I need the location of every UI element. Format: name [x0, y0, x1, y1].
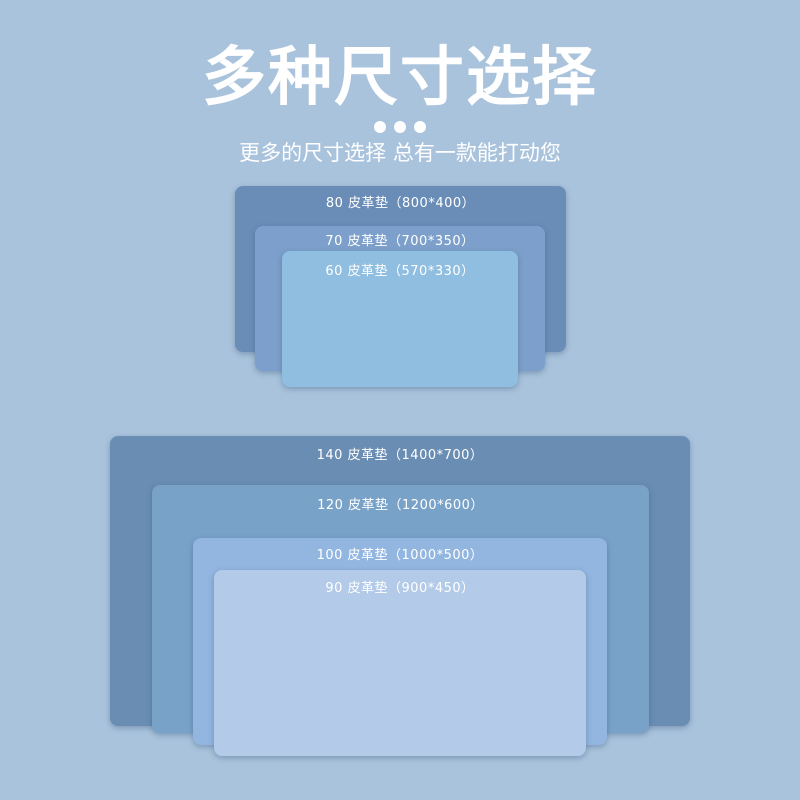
- dot-icon: [414, 121, 426, 133]
- dot-icon: [374, 121, 386, 133]
- page-title: 多种尺寸选择: [202, 41, 598, 115]
- mat-70-label: 70 皮革垫（700*350）: [325, 234, 475, 249]
- mat-90-label: 90 皮革垫（900*450）: [325, 581, 475, 596]
- mat-60-label: 60 皮革垫（570*330）: [325, 264, 475, 279]
- page-subtitle: 更多的尺寸选择 总有一款能打动您: [239, 141, 561, 165]
- mat-100-label: 100 皮革垫（1000*500）: [316, 548, 484, 563]
- mat-140-label: 140 皮革垫（1400*700）: [316, 448, 484, 463]
- mat-60: 60 皮革垫（570*330）: [282, 251, 518, 387]
- mat-80-label: 80 皮革垫（800*400）: [325, 196, 476, 211]
- decorative-dots: [0, 121, 800, 133]
- mat-120-label: 120 皮革垫（1200*600）: [317, 498, 484, 513]
- mat-90: 90 皮革垫（900*450）: [214, 570, 586, 756]
- dot-icon: [394, 121, 406, 133]
